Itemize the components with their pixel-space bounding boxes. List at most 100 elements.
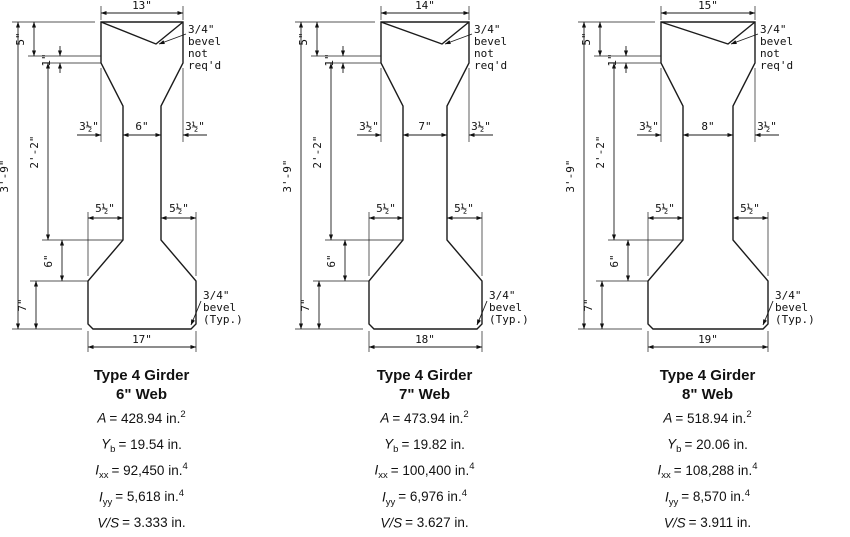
property-row: A= 428.94 in.2 — [0, 406, 283, 432]
property-sup: 4 — [744, 487, 750, 499]
dim-7-label: 7" — [582, 298, 595, 311]
top-bevel-note-1: 3/4" — [188, 23, 215, 36]
property-sub: b — [676, 444, 682, 456]
property-name: I — [382, 489, 386, 505]
property-name: A — [663, 410, 673, 426]
dim-6-label: 6" — [608, 254, 621, 267]
property-row: V/S= 3.627 in. — [283, 511, 566, 537]
dim-top-width-label: 13" — [132, 0, 152, 12]
property-name: I — [99, 489, 103, 505]
property-value: = 19.82 in. — [401, 436, 465, 452]
girder-title: Type 4 Girder — [93, 367, 190, 384]
property-sup: 4 — [178, 487, 184, 499]
property-name: I — [657, 462, 662, 478]
girder-properties: A= 473.94 in.2 Yb= 19.82 in. Ixx= 100,40… — [283, 406, 566, 537]
property-row: A= 473.94 in.2 — [283, 406, 566, 432]
property-row: Ixx= 108,288 in.4 — [566, 458, 849, 484]
top-bevel-mark — [660, 21, 756, 45]
bottom-bevel-note-3: (Typ.) — [203, 313, 243, 326]
girder-title: Type 4 Girder — [376, 367, 473, 384]
dim-web-width-label: 8" — [701, 120, 714, 133]
property-sub: xx — [378, 470, 388, 482]
dim-5half-left-label: 5½" — [95, 202, 115, 215]
girder-panel-6in: 13" 3'-9" 5" 1" 2'-2" 6" 7" 3½" 6" 3½" 5… — [0, 0, 283, 537]
dim-5half-left-label: 5½" — [655, 202, 675, 215]
bottom-bevel-note-1: 3/4" — [203, 289, 230, 302]
property-value: = 428.94 in. — [109, 410, 181, 426]
dim-6-label: 6" — [42, 254, 55, 267]
girder-subtitle: 7" Web — [398, 386, 450, 403]
property-name: A — [380, 410, 390, 426]
dim-5half-right-label: 5½" — [169, 202, 189, 215]
dim-5half-right-label: 5½" — [454, 202, 474, 215]
property-sup: 2 — [463, 409, 469, 420]
girder-subtitle: 8" Web — [681, 386, 733, 403]
top-bevel-note-4: req'd — [760, 59, 793, 72]
girder-panel-7in: 14" 3'-9" 5" 1" 2'-2" 6" 7" 3½" 7" 3½" 5… — [283, 0, 566, 537]
dimension-lines — [298, 10, 493, 350]
property-sub: b — [393, 444, 399, 456]
property-name: A — [97, 410, 107, 426]
bottom-bevel-note-2: bevel — [203, 301, 236, 314]
top-bevel-note-4: req'd — [474, 59, 507, 72]
property-row: Yb= 19.54 in. — [0, 432, 283, 458]
dim-3half-right-label: 3½" — [757, 120, 777, 133]
top-bevel-mark — [380, 21, 470, 45]
dim-5-label: 5" — [14, 32, 27, 45]
dim-web-width-label: 6" — [135, 120, 148, 133]
girder-figure: 13" 3'-9" 5" 1" 2'-2" 6" 7" 3½" 6" 3½" 5… — [0, 0, 243, 352]
property-value: = 92,450 in. — [111, 462, 183, 478]
dimension-lines — [15, 10, 207, 350]
dim-total-height-label: 3'-9" — [0, 159, 11, 192]
dim-6-label: 6" — [325, 254, 338, 267]
bottom-bevel-note-1: 3/4" — [489, 289, 516, 302]
dimension-lines — [581, 10, 779, 350]
property-row: Ixx= 92,450 in.4 — [0, 458, 283, 484]
dim-1-label: 1" — [40, 53, 53, 66]
dim-7-label: 7" — [16, 298, 29, 311]
top-bevel-note-1: 3/4" — [474, 23, 501, 36]
property-sup: 4 — [182, 461, 188, 473]
bottom-bevel-note-2: bevel — [489, 301, 522, 314]
girder-outline — [87, 21, 197, 330]
top-bevel-mark — [100, 21, 184, 45]
property-value: = 20.06 in. — [684, 436, 748, 452]
property-name: I — [374, 462, 379, 478]
property-sub: yy — [668, 496, 679, 508]
dim-1-label: 1" — [606, 53, 619, 66]
dim-5-label: 5" — [580, 32, 593, 45]
dim-5-label: 5" — [297, 32, 310, 45]
property-name: Y — [101, 436, 111, 452]
property-name: I — [665, 489, 669, 505]
dim-top-width-label: 15" — [698, 0, 718, 12]
girder-title: Type 4 Girder — [659, 367, 756, 384]
girder-figure: 15" 3'-9" 5" 1" 2'-2" 6" 7" 3½" 8" 3½" 5… — [566, 0, 815, 352]
girder-title-block: Type 4 Girder 8" Web — [566, 366, 849, 404]
property-value: = 100,400 in. — [390, 462, 470, 478]
property-sup: 4 — [469, 461, 475, 473]
dim-bottom-width-label: 19" — [698, 333, 718, 346]
property-sup: 2 — [746, 409, 752, 420]
property-value: = 518.94 in. — [675, 410, 747, 426]
property-row: V/S= 3.911 in. — [566, 511, 849, 537]
dim-5half-right-label: 5½" — [740, 202, 760, 215]
top-bevel-note-4: req'd — [188, 59, 221, 72]
property-row: Iyy= 5,618 in.4 — [0, 485, 283, 511]
extension-lines — [578, 6, 769, 352]
girder-properties: A= 518.94 in.2 Yb= 20.06 in. Ixx= 108,28… — [566, 406, 849, 537]
property-sub: yy — [385, 496, 396, 508]
dim-total-height-label: 3'-9" — [283, 159, 294, 192]
girder-outline — [368, 21, 483, 330]
property-value: = 473.94 in. — [392, 410, 464, 426]
dim-mid-height-label: 2'-2" — [594, 135, 607, 168]
property-name: Y — [384, 436, 394, 452]
dim-7-label: 7" — [299, 298, 312, 311]
property-row: Iyy= 8,570 in.4 — [566, 485, 849, 511]
dim-3half-right-label: 3½" — [185, 120, 205, 133]
top-bevel-note-3: not — [760, 47, 780, 60]
property-value: = 108,288 in. — [673, 462, 753, 478]
dim-1-label: 1" — [323, 53, 336, 66]
girder-figure: 14" 3'-9" 5" 1" 2'-2" 6" 7" 3½" 7" 3½" 5… — [283, 0, 529, 352]
bottom-bevel-note-1: 3/4" — [775, 289, 802, 302]
